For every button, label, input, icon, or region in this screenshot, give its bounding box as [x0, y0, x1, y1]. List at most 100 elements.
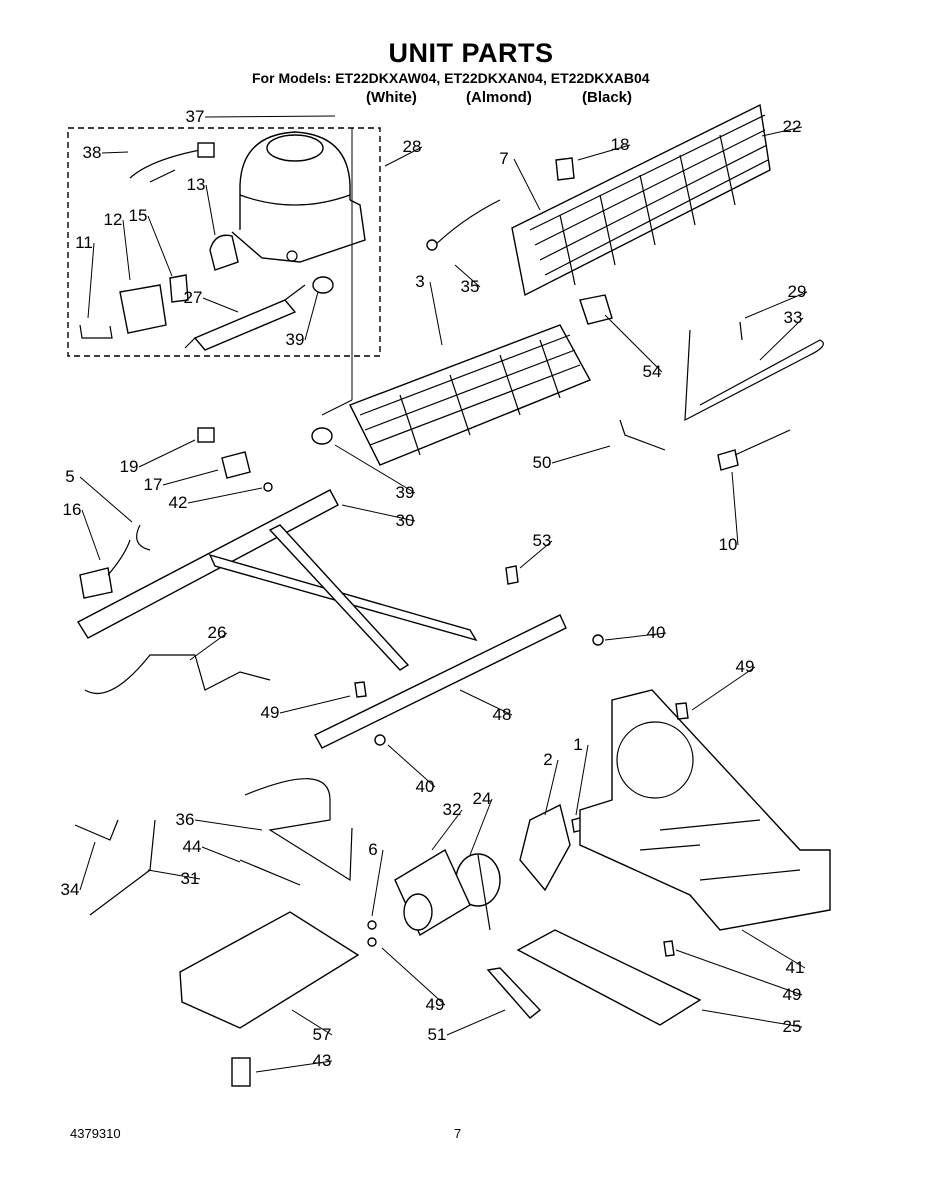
screw-6-part	[367, 920, 377, 930]
callout-label-25: 25	[783, 1017, 802, 1036]
callout-label-24: 24	[473, 789, 492, 808]
callout-leader-40	[387, 744, 436, 788]
thermostat-10-part	[717, 449, 739, 471]
callout-label-5: 5	[65, 467, 74, 486]
callout-label-49: 49	[426, 995, 445, 1014]
finish-almond: (Almond)	[466, 89, 532, 106]
callout-label-38: 38	[83, 143, 102, 162]
callout-leader-28	[384, 146, 423, 167]
callout-leader-30	[341, 504, 416, 522]
callout-label-29: 29	[788, 282, 807, 301]
callout-leader-7	[513, 158, 541, 211]
callout-leader-48	[459, 689, 513, 716]
doc-number: 4379310	[70, 1126, 121, 1141]
screw-49b-part	[675, 702, 689, 720]
screw-53-part	[505, 565, 519, 585]
screw-49-part	[354, 681, 367, 698]
callout-leader-5	[79, 476, 133, 523]
compressor-part	[231, 131, 366, 263]
callout-leader-17	[162, 469, 219, 486]
callout-leader-57	[291, 1009, 333, 1036]
callout-label-44: 44	[183, 837, 202, 856]
callout-leader-25	[701, 1009, 803, 1028]
callout-leader-49	[691, 666, 756, 711]
relay-12-part	[119, 284, 167, 334]
callout-leader-50	[551, 445, 611, 464]
grommet-5-part	[136, 524, 151, 551]
callout-leader-27	[202, 297, 239, 313]
callout-label-7: 7	[499, 149, 508, 168]
callout-label-32: 32	[443, 800, 462, 819]
screw-40-part	[592, 634, 604, 646]
callout-leader-24	[469, 798, 493, 856]
callout-leader-12	[122, 219, 131, 281]
base-frame-part	[77, 489, 567, 749]
callout-leader-26	[189, 632, 228, 661]
evaporator-3-part	[349, 324, 591, 466]
callout-label-26: 26	[208, 623, 227, 642]
sensor-35-part	[429, 199, 501, 251]
page-title: UNIT PARTS	[388, 38, 554, 68]
callout-label-48: 48	[493, 705, 512, 724]
callout-leader-36	[194, 819, 263, 831]
callout-label-13: 13	[187, 175, 206, 194]
heater-33-part	[684, 329, 824, 422]
callout-leader-49	[675, 949, 803, 996]
screw-42-part	[263, 482, 273, 492]
callout-label-31: 31	[181, 869, 200, 888]
callout-label-35: 35	[461, 277, 480, 296]
callout-label-51: 51	[428, 1025, 447, 1044]
cover-15-part	[169, 274, 189, 303]
callout-label-57: 57	[313, 1025, 332, 1044]
callout-label-34: 34	[61, 880, 80, 899]
callout-leader-15	[147, 215, 173, 277]
callout-label-49: 49	[261, 703, 280, 722]
callout-leader-3	[429, 281, 443, 346]
tube-34-part	[74, 819, 119, 841]
callout-label-3: 3	[415, 272, 424, 291]
tubing-26-part	[84, 654, 271, 694]
callout-label-2: 2	[543, 750, 552, 769]
callout-label-22: 22	[783, 117, 802, 136]
finish-white: (White)	[366, 89, 417, 106]
drier-27-part	[193, 299, 297, 351]
callout-label-39: 39	[396, 483, 415, 502]
callout-label-11: 11	[75, 233, 93, 252]
callout-label-17: 17	[144, 475, 163, 494]
clip-11-part	[79, 324, 113, 339]
callout-label-19: 19	[120, 457, 139, 476]
callout-label-43: 43	[313, 1051, 332, 1070]
callout-label-27: 27	[184, 288, 203, 307]
fan-blade-2-part	[519, 803, 571, 892]
part-17	[221, 451, 251, 479]
callout-label-28: 28	[403, 137, 422, 156]
callout-label-30: 30	[396, 511, 415, 530]
bracket-ring-part	[403, 893, 433, 931]
grommet-39-part	[312, 276, 334, 294]
callout-label-18: 18	[611, 135, 630, 154]
callout-label-12: 12	[104, 210, 123, 229]
callout-leader-31	[147, 869, 201, 880]
overload-13-part	[209, 234, 239, 271]
tube-44-part	[239, 859, 301, 886]
callout-leader-10	[731, 471, 739, 546]
callout-leader-40	[604, 632, 667, 641]
page-number: 7	[454, 1126, 462, 1141]
callout-label-15: 15	[129, 206, 148, 225]
callout-label-42: 42	[169, 493, 188, 512]
callout-leader-37	[204, 115, 336, 118]
callout-leader-2	[544, 759, 559, 816]
callout-label-40: 40	[647, 623, 666, 642]
hose-51-part	[486, 967, 542, 1019]
callout-leader-1	[575, 744, 589, 816]
callout-leader-53	[519, 540, 553, 569]
cover-57-part	[179, 911, 360, 1029]
callout-label-50: 50	[533, 453, 552, 472]
callout-leader-33	[759, 317, 804, 361]
connector-54-part	[579, 294, 613, 325]
compressor-group-box	[67, 127, 381, 357]
models-line: For Models: ET22DKXAW04, ET22DKXAN04, ET…	[252, 70, 650, 86]
drain-pan-25-part	[516, 929, 702, 1026]
